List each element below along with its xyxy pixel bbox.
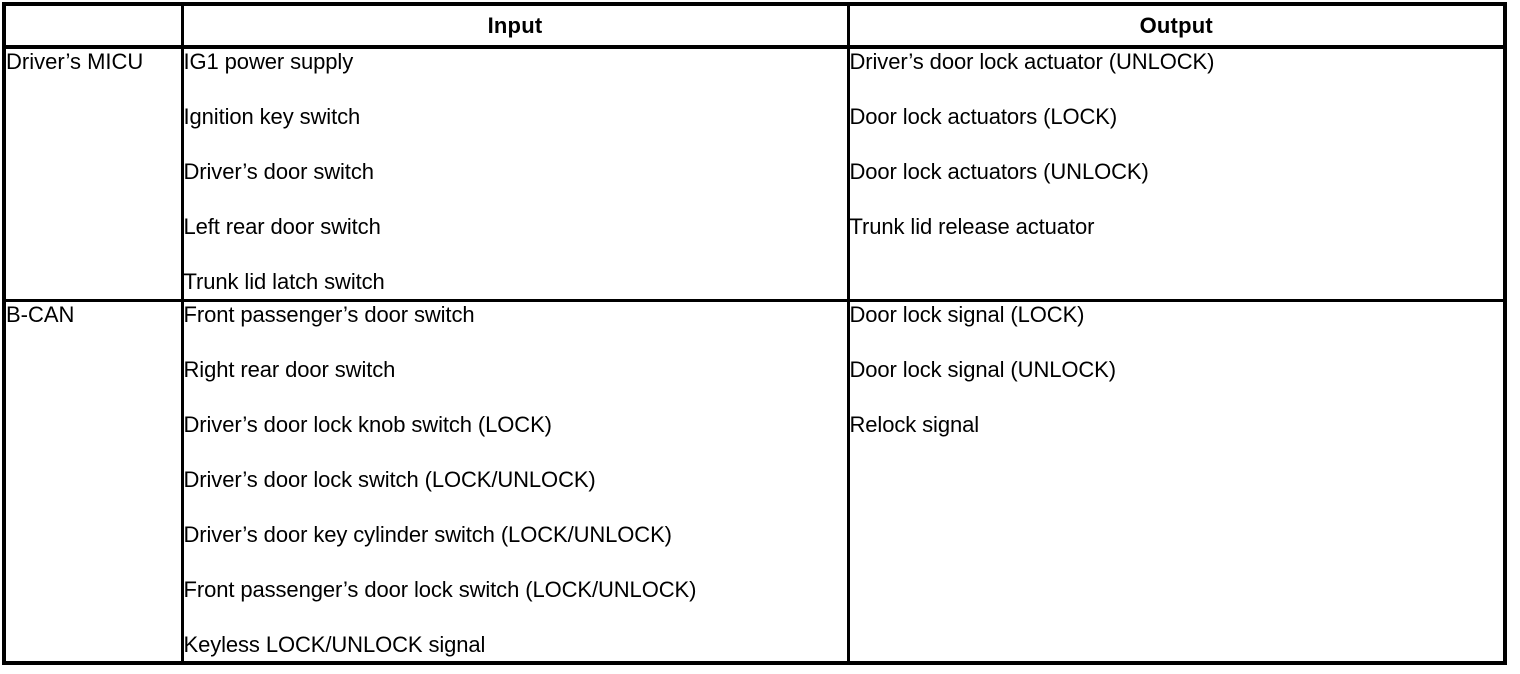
list-item: Door lock signal (LOCK) (849, 301, 1085, 327)
list-item: Door lock actuators (UNLOCK) (849, 159, 1149, 184)
list-item: Driver’s door lock knob switch (LOCK) (183, 411, 552, 437)
row-output-list-bcan: Door lock signal (LOCK) Door lock signal… (846, 300, 1503, 661)
table-row: Driver’s MICU IG1 power supply Ignition … (6, 47, 1503, 302)
list-item: Trunk lid latch switch (183, 269, 385, 294)
table-header: Input Output (6, 6, 1503, 49)
list-item: Left rear door switch (183, 214, 381, 239)
header-output: Output (846, 6, 1503, 49)
list-item: Relock signal (849, 411, 980, 437)
list-item: Trunk lid release actuator (849, 214, 1095, 239)
list-item: Driver’s door lock switch (LOCK/UNLOCK) (183, 466, 596, 492)
row-output-list-micu: Driver’s door lock actuator (UNLOCK) Doo… (846, 47, 1503, 302)
row-input-list-micu: IG1 power supply Ignition key switch Dri… (182, 47, 848, 302)
list-item: IG1 power supply (183, 49, 354, 74)
list-item: Door lock signal (UNLOCK) (849, 356, 1117, 382)
row-input-list-bcan: Front passenger’s door switch Right rear… (182, 300, 848, 661)
list-item: Driver’s door key cylinder switch (LOCK/… (183, 521, 672, 547)
list-item: Front passenger’s door lock switch (LOCK… (183, 576, 697, 602)
input-output-table-container: Input Output Driver’s MICU IG1 power sup… (2, 2, 1507, 665)
table-body: Driver’s MICU IG1 power supply Ignition … (6, 47, 1503, 661)
input-output-table: Input Output Driver’s MICU IG1 power sup… (6, 6, 1503, 661)
table-header-row: Input Output (6, 6, 1503, 49)
list-item: Driver’s door switch (183, 159, 374, 184)
header-category-blank (6, 6, 184, 49)
row-category-micu: Driver’s MICU (6, 47, 184, 302)
row-category-bcan: B-CAN (6, 300, 184, 661)
header-input: Input (182, 6, 848, 49)
list-item: Ignition key switch (183, 104, 361, 129)
list-item: Driver’s door lock actuator (UNLOCK) (849, 49, 1215, 74)
list-item: Front passenger’s door switch (183, 301, 475, 327)
table-row: B-CAN Front passenger’s door switch Righ… (6, 300, 1503, 661)
list-item: Keyless LOCK/UNLOCK signal (183, 631, 486, 657)
list-item: Door lock actuators (LOCK) (849, 104, 1118, 129)
list-item: Right rear door switch (183, 356, 396, 382)
